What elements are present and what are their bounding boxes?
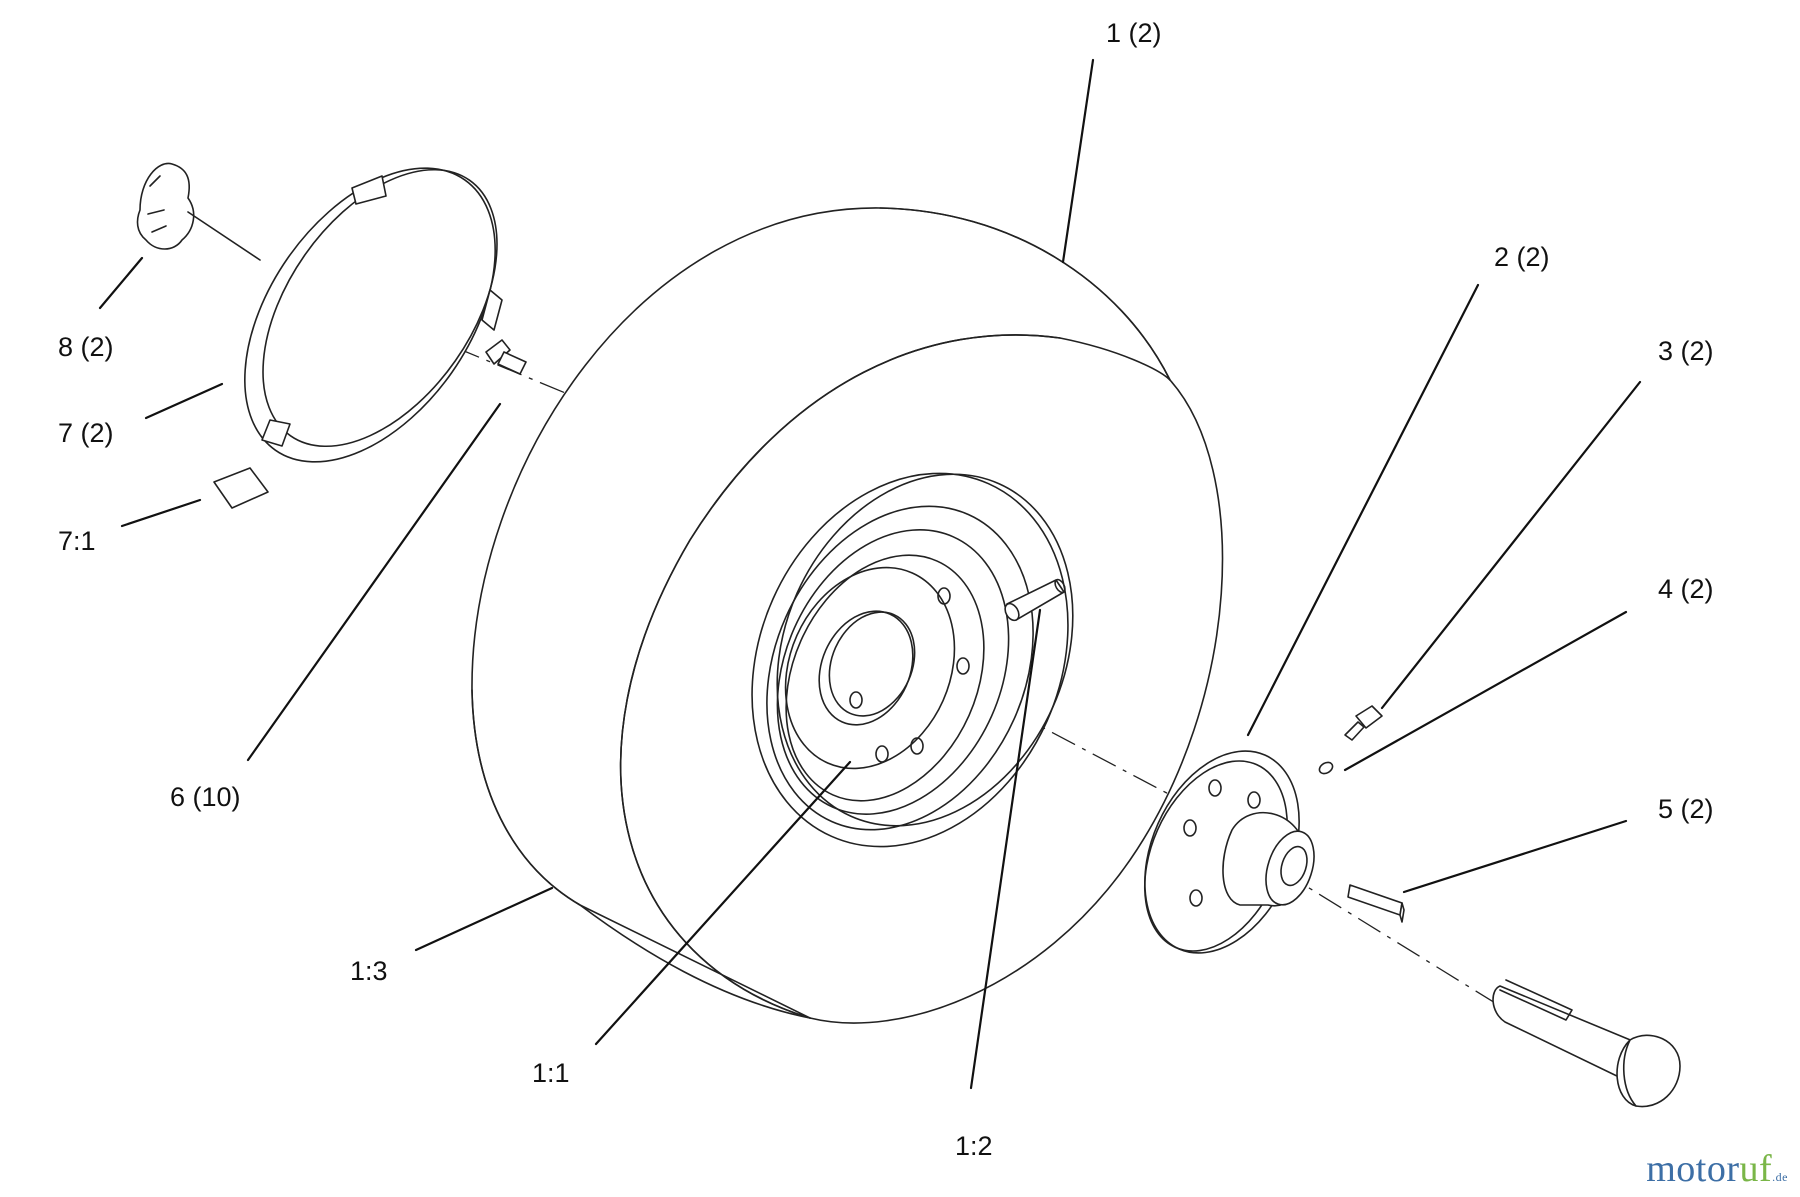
rim bbox=[751, 472, 1074, 848]
callout-11: 1:1 bbox=[532, 1058, 570, 1088]
leader-8 bbox=[98, 256, 144, 310]
washer bbox=[1318, 761, 1334, 775]
leader-3 bbox=[1380, 380, 1642, 710]
callout-12: 1:2 bbox=[955, 1131, 993, 1161]
callout-4: 4 (2) bbox=[1658, 574, 1714, 604]
leader-7 bbox=[144, 382, 224, 420]
callout-6: 6 (10) bbox=[170, 782, 241, 812]
callout-8: 8 (2) bbox=[58, 332, 114, 362]
callout-13: 1:3 bbox=[350, 956, 388, 986]
leader-71 bbox=[120, 498, 202, 528]
axle-shaft bbox=[1492, 979, 1681, 1108]
hub bbox=[1143, 750, 1315, 954]
leader-6 bbox=[246, 402, 502, 762]
emblem bbox=[136, 162, 261, 261]
watermark-part1: motor bbox=[1646, 1148, 1740, 1190]
watermark-logo: motoruf.de bbox=[1646, 1147, 1788, 1191]
leader-1 bbox=[1061, 58, 1095, 264]
callout-5: 5 (2) bbox=[1658, 794, 1714, 824]
callout-3: 3 (2) bbox=[1658, 336, 1714, 366]
decal bbox=[213, 467, 269, 509]
callout-1: 1 (2) bbox=[1106, 18, 1162, 48]
leader-4 bbox=[1343, 610, 1628, 772]
callout-labels: 1 (2) 2 (2) 3 (2) 4 (2) 5 (2) 6 (10) 7 (… bbox=[58, 18, 1714, 1161]
callout-71: 7:1 bbox=[58, 526, 96, 556]
hub-screw bbox=[1344, 705, 1383, 741]
hub-cap-ring bbox=[244, 167, 503, 463]
key bbox=[1347, 884, 1405, 923]
leader-2 bbox=[1246, 283, 1480, 737]
callout-2: 2 (2) bbox=[1494, 242, 1550, 272]
watermark-part2: uf bbox=[1739, 1148, 1773, 1190]
leader-lines bbox=[98, 58, 1642, 1090]
wheel-weight bbox=[485, 339, 527, 375]
valve-stem bbox=[1004, 578, 1066, 622]
leader-11 bbox=[594, 760, 852, 1046]
leader-12 bbox=[969, 608, 1042, 1090]
leader-13 bbox=[414, 886, 554, 952]
callout-7: 7 (2) bbox=[58, 418, 114, 448]
leader-5 bbox=[1402, 819, 1628, 894]
watermark-tld: .de bbox=[1772, 1170, 1788, 1184]
tire bbox=[471, 207, 1224, 1024]
